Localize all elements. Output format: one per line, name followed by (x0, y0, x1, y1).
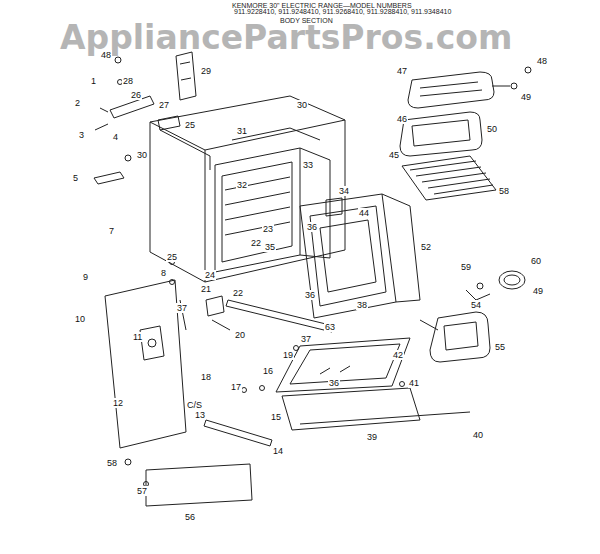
callout-number: 16 (262, 366, 274, 376)
callout-number: 30 (136, 150, 148, 160)
callout-number: 15 (270, 412, 282, 422)
callout-number: 58 (498, 186, 510, 196)
callout-number: 10 (74, 314, 86, 324)
callout-number: 27 (158, 100, 170, 110)
callout-number: 13 (194, 410, 206, 420)
callout-number: 17 (230, 382, 242, 392)
callout-number: 8 (160, 268, 167, 278)
callout-number: 18 (200, 372, 212, 382)
callout-number: 59 (460, 262, 472, 272)
callout-number: 25 (166, 252, 178, 262)
callout-number: 36 (328, 378, 340, 388)
callout-number: 14 (272, 446, 284, 456)
callout-number: 44 (358, 208, 370, 218)
callout-number: 37 (300, 334, 312, 344)
callout-number: 32 (236, 180, 248, 190)
callout-number: 9 (82, 272, 89, 282)
callout-number: 57 (136, 486, 148, 496)
callout-number: 19 (282, 350, 294, 360)
callout-number: 28 (122, 76, 134, 86)
callout-number: 30 (296, 100, 308, 110)
callout-number: 25 (184, 120, 196, 130)
callout-number: 50 (486, 124, 498, 134)
callout-number: 63 (324, 322, 336, 332)
callout-number: 54 (470, 300, 482, 310)
callout-number: 60 (530, 256, 542, 266)
callout-number: 46 (396, 114, 408, 124)
callout-number: 23 (262, 224, 274, 234)
callout-number: 24 (204, 270, 216, 280)
callout-number: 26 (130, 90, 142, 100)
callout-number: 1 (90, 76, 97, 86)
callout-number: 34 (338, 186, 350, 196)
callout-number: 2 (74, 98, 81, 108)
callout-number: 7 (108, 226, 115, 236)
callout-number: 21 (200, 284, 212, 294)
callout-number: 39 (366, 432, 378, 442)
callout-number: 36 (306, 222, 318, 232)
callout-number: 22 (250, 238, 262, 248)
callout-number: C/S (186, 400, 203, 410)
callout-number: 48 (536, 56, 548, 66)
callout-number: 47 (396, 66, 408, 76)
callout-number: 40 (472, 430, 484, 440)
callout-number: 41 (408, 378, 420, 388)
callout-number: 36 (304, 290, 316, 300)
callout-number: 29 (200, 66, 212, 76)
callout-number: 12 (112, 398, 124, 408)
callout-number: 52 (420, 242, 432, 252)
callout-number: 38 (356, 300, 368, 310)
callout-number: 33 (302, 160, 314, 170)
callout-number: 20 (234, 330, 246, 340)
callout-number: 42 (392, 350, 404, 360)
callout-number: 48 (100, 50, 112, 60)
section-name: BODY SECTION (280, 17, 333, 25)
model-numbers: 911.9228410, 911.9248410, 911.9268410, 9… (234, 8, 451, 16)
callout-number: 49 (520, 92, 532, 102)
callout-number: 45 (388, 150, 400, 160)
callout-number: 4 (112, 132, 119, 142)
callout-number: 5 (72, 173, 79, 183)
callout-number: 3 (78, 130, 85, 140)
callout-number: 49 (532, 286, 544, 296)
callout-number: 35 (264, 242, 276, 252)
callout-number: 22 (232, 288, 244, 298)
callout-number: 11 (132, 332, 143, 342)
callout-number: 55 (494, 342, 506, 352)
callout-number: 56 (184, 512, 196, 522)
callout-number: 37 (176, 303, 188, 313)
callout-number: 31 (236, 126, 248, 136)
callout-number: 58 (106, 458, 118, 468)
